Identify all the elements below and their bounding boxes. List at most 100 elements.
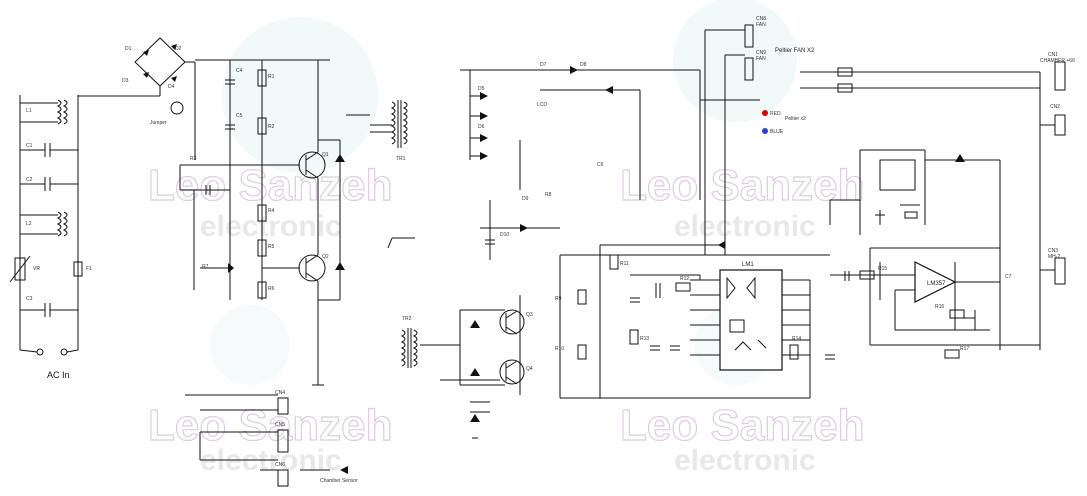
- half-bridge-left: C4 C5 R1 R2 R4 R5 R6 Q1 Q2 R3 R7: [179, 59, 345, 386]
- svg-text:VR: VR: [33, 266, 40, 272]
- right-connectors: CN1 CHAMBER +66 CN2 CN3 MH-2: [1040, 52, 1075, 285]
- svg-text:D6: D6: [478, 124, 485, 130]
- svg-text:Jumper: Jumper: [150, 120, 167, 126]
- svg-text:R4: R4: [268, 208, 275, 214]
- svg-text:TR1: TR1: [396, 156, 406, 162]
- led-red-label: RED: [770, 111, 781, 117]
- svg-text:Q1: Q1: [322, 152, 329, 158]
- fan2-label: CN9: [756, 50, 766, 56]
- svg-text:R6: R6: [268, 286, 275, 292]
- svg-text:D7: D7: [540, 62, 547, 68]
- bottom-connectors: CN4 CN5 CN6 Chamber Sensor: [185, 390, 358, 487]
- connector-cn4: [277, 397, 289, 415]
- watermark-group: Leo Sanzeh electronic Leo Sanzeh electro…: [147, 0, 865, 477]
- fan-connector-2: [744, 57, 754, 81]
- watermark-brand-2: Leo Sanzeh: [620, 161, 865, 210]
- cn1-label: CN1: [1048, 52, 1058, 58]
- svg-text:D8: D8: [580, 62, 587, 68]
- svg-text:R2: R2: [268, 124, 275, 130]
- svg-text:F1: F1: [86, 266, 92, 272]
- secondary-rectifiers: D5 D6 D7 D8 LCD D9 R8 D10 C6: [460, 62, 701, 260]
- svg-text:C4: C4: [236, 68, 243, 74]
- ic-lm1-label: LM1: [742, 262, 754, 268]
- fan1-sub: FAN: [756, 22, 766, 28]
- watermark-sub-2: electronic: [674, 210, 816, 243]
- svg-text:D10: D10: [500, 232, 509, 238]
- peltier-fan-label: Peltier FAN X2: [775, 48, 815, 54]
- regulator-block: [829, 149, 1001, 350]
- svg-text:L1: L1: [26, 108, 32, 114]
- svg-text:Q3: Q3: [526, 312, 533, 318]
- svg-text:R16: R16: [935, 304, 944, 310]
- svg-text:D5: D5: [478, 86, 485, 92]
- svg-text:D2: D2: [175, 46, 182, 52]
- svg-text:C1: C1: [26, 143, 33, 149]
- connector-cn5: [277, 429, 289, 453]
- svg-text:R17: R17: [960, 346, 969, 352]
- svg-text:R1: R1: [268, 74, 275, 80]
- svg-text:C3: C3: [26, 296, 33, 302]
- connector-cn1: [1054, 61, 1066, 91]
- svg-text:R13: R13: [640, 336, 649, 342]
- watermark-sub-1: electronic: [200, 210, 342, 243]
- ic-lm1: [719, 269, 783, 371]
- ac-in-label: AC In: [47, 370, 70, 380]
- connector-cn6: [277, 469, 289, 487]
- svg-text:R9: R9: [555, 296, 562, 302]
- svg-text:C5: C5: [236, 113, 243, 119]
- fan1-label: CN8: [756, 16, 766, 22]
- main-transformer: TR1: [346, 100, 415, 249]
- svg-text:R5: R5: [268, 244, 275, 250]
- cn2-label: CN2: [1050, 104, 1060, 110]
- svg-text:R15: R15: [878, 266, 887, 272]
- svg-text:R8: R8: [545, 192, 552, 198]
- svg-text:R10: R10: [555, 346, 564, 352]
- cn5-label: CN5: [275, 422, 285, 428]
- watermark-brand-4: Leo Sanzeh: [620, 401, 865, 450]
- opamp-lm357: [914, 261, 957, 303]
- cn1-sub: CHAMBER +66: [1040, 58, 1075, 64]
- cn6-label: CN6: [275, 462, 285, 468]
- svg-text:R3: R3: [190, 156, 197, 162]
- connector-cn2: [1054, 114, 1066, 136]
- fan-connector-1: [744, 24, 754, 48]
- svg-text:D1: D1: [125, 46, 132, 52]
- watermark-brand-1: Leo Sanzeh: [148, 161, 393, 210]
- svg-text:R7: R7: [202, 264, 209, 270]
- watermark-sub-4: electronic: [674, 444, 816, 477]
- blue-led-icon: [762, 128, 768, 134]
- svg-text:L2: L2: [26, 221, 32, 227]
- connector-cn3: [1054, 257, 1066, 285]
- svg-text:C6: C6: [597, 162, 604, 168]
- svg-text:Q2: Q2: [322, 254, 329, 260]
- peltier-led-label: Peltier x2: [785, 116, 806, 122]
- cn3-sub: MH-2: [1048, 254, 1060, 260]
- svg-text:LCD: LCD: [537, 102, 547, 108]
- drive-stage: TR2 Q3 Q4: [400, 295, 533, 439]
- svg-text:R12: R12: [680, 276, 689, 282]
- sensor-label: Chamber Sensor: [320, 478, 358, 484]
- svg-text:R14: R14: [792, 336, 801, 342]
- svg-text:C2: C2: [26, 177, 33, 183]
- red-led-icon: [762, 110, 768, 116]
- cn4-label: CN4: [275, 390, 285, 396]
- svg-text:D3: D3: [122, 78, 129, 84]
- controller-ic: LM1: [555, 241, 835, 399]
- svg-text:C7: C7: [1005, 274, 1012, 280]
- watermark-brand-3: Leo Sanzeh: [148, 401, 393, 450]
- cn3-label: CN3: [1048, 248, 1058, 254]
- bridge-rectifier: D1 D2 D3 D4 Jumper: [122, 37, 196, 160]
- opamp-label: LM357: [927, 281, 946, 287]
- input-section: AC In L1 C1 C2 L2 VR F1 C3: [9, 95, 160, 380]
- svg-text:R11: R11: [620, 261, 629, 267]
- svg-text:D4: D4: [168, 84, 175, 90]
- led-blue-label: BLUE: [770, 129, 784, 135]
- fan2-sub: FAN: [756, 56, 766, 62]
- svg-text:TR2: TR2: [402, 316, 412, 322]
- svg-text:D9: D9: [522, 196, 529, 202]
- svg-text:Q4: Q4: [526, 366, 533, 372]
- fan-section: CN8 FAN CN9 FAN Peltier FAN X2 RED BLUE …: [700, 16, 1041, 350]
- opamp-stage: LM357 R15 R16 R17 C7: [830, 247, 1040, 359]
